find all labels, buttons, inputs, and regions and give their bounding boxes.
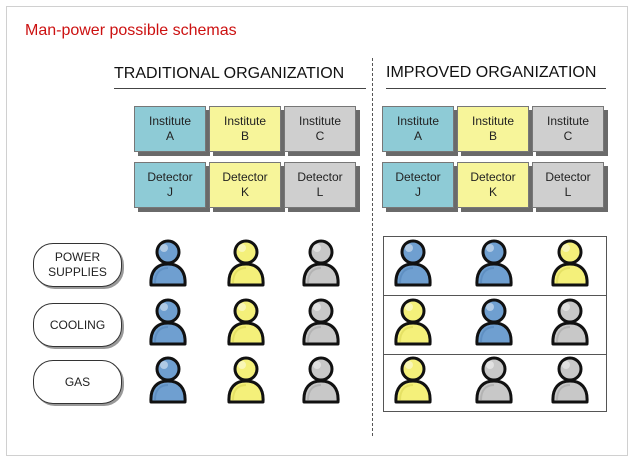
- grid-divider: [384, 354, 606, 355]
- traditional-person-gray: [302, 356, 340, 404]
- improved-person-blue: [475, 298, 513, 346]
- traditional-person-blue: [149, 298, 187, 346]
- traditional-heading: TRADITIONAL ORGANIZATION: [114, 65, 345, 82]
- traditional-person-yellow: [227, 239, 265, 287]
- improved-heading: IMPROVED ORGANIZATION: [386, 64, 597, 81]
- improved-person-yellow: [394, 356, 432, 404]
- task-gas: GAS: [33, 360, 122, 404]
- grid-divider: [384, 295, 606, 296]
- diagram-title: Man-power possible schemas: [25, 22, 237, 39]
- traditional-underline: [114, 88, 366, 89]
- improved-person-yellow: [394, 298, 432, 346]
- improved-person-gray: [551, 356, 589, 404]
- improved-person-blue: [394, 239, 432, 287]
- traditional-person-gray: [302, 298, 340, 346]
- traditional-person-blue: [149, 356, 187, 404]
- improved-person-blue: [475, 239, 513, 287]
- improved-person-gray: [551, 298, 589, 346]
- improved-person-gray: [475, 356, 513, 404]
- traditional-person-gray: [302, 239, 340, 287]
- traditional-person-yellow: [227, 298, 265, 346]
- improved-person-yellow: [551, 239, 589, 287]
- improved-underline: [386, 88, 606, 89]
- traditional-person-blue: [149, 239, 187, 287]
- task-cooling: COOLING: [33, 303, 122, 347]
- improved-grid: [383, 236, 607, 412]
- traditional-person-yellow: [227, 356, 265, 404]
- task-power-supplies: POWER SUPPLIES: [33, 243, 122, 287]
- section-divider: [372, 58, 373, 436]
